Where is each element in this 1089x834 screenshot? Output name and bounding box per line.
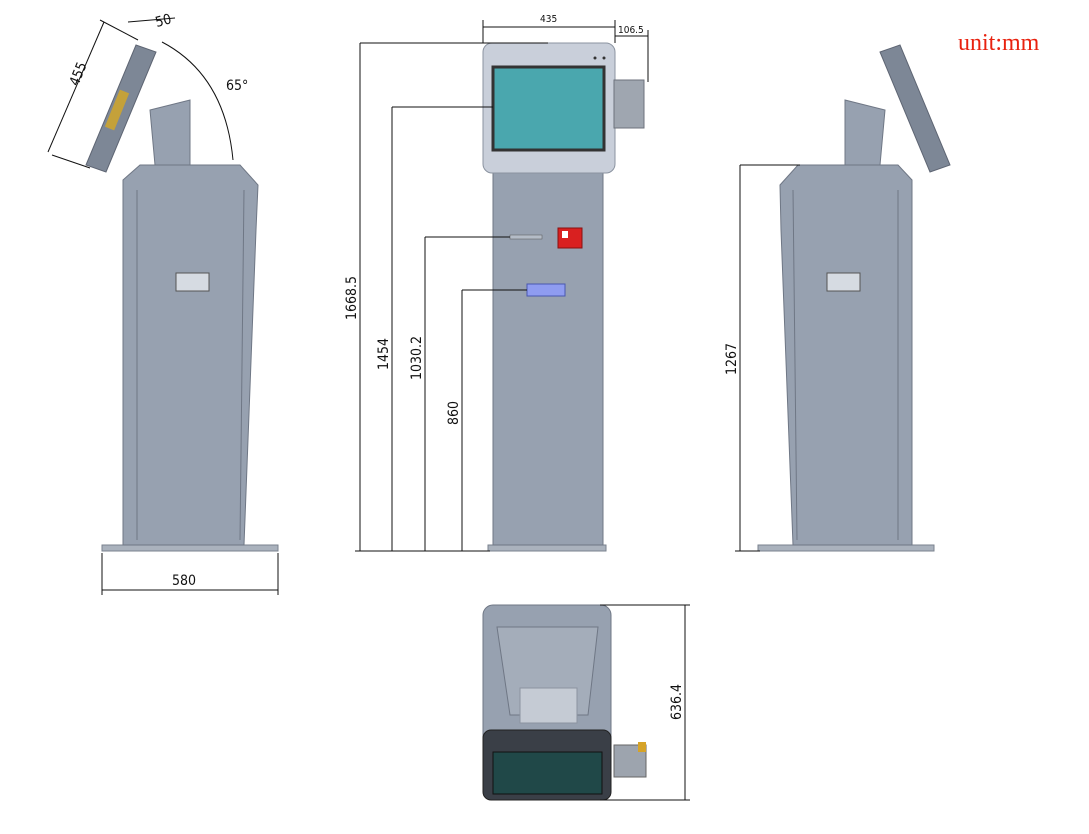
front-view: 435 106.5 1668.5 1454 1030.2 860 (344, 14, 649, 552)
right-card-slot (826, 272, 861, 292)
dim-body-height: 1267 (724, 343, 740, 375)
small-slot (509, 234, 543, 240)
dim-total-height: 1668.5 (344, 276, 360, 320)
base-plate (101, 544, 279, 552)
card-slot-side (175, 272, 210, 292)
front-body (492, 169, 604, 546)
dim-top-depth: 636.4 (669, 684, 685, 720)
top-printer-accent (638, 742, 646, 752)
dim-base-width: 580 (172, 573, 196, 589)
unit-label: unit:mm (958, 30, 1040, 56)
left-side-view: 455 50 65° 580 (47, 11, 279, 595)
kiosk-body-side (122, 164, 259, 546)
neck (149, 99, 191, 166)
red-badge (557, 227, 583, 249)
monitor-screen (491, 65, 606, 152)
top-view: 636.4 (482, 604, 690, 801)
right-neck (844, 99, 886, 166)
top-panel (519, 687, 578, 724)
right-side-view: 1267 (724, 44, 951, 552)
front-base-plate (487, 544, 607, 552)
card-slot-front (526, 283, 566, 297)
right-body (779, 164, 913, 546)
right-base-plate (757, 544, 935, 552)
dim-screen-center-height: 1454 (376, 338, 392, 370)
right-screen-tilted (879, 44, 951, 173)
dim-screen-depth: 50 (154, 11, 174, 31)
dim-badge-height: 1030.2 (409, 336, 425, 380)
dim-printer-offset: 106.5 (618, 25, 644, 36)
dim-tilt-angle: 65° (226, 78, 248, 94)
printer-unit (613, 79, 645, 129)
printer-side (104, 89, 130, 131)
top-screen (492, 751, 603, 795)
dim-screen-width: 435 (540, 14, 557, 25)
dim-screen-length: 455 (67, 60, 91, 88)
dim-slot-height: 860 (446, 401, 462, 425)
